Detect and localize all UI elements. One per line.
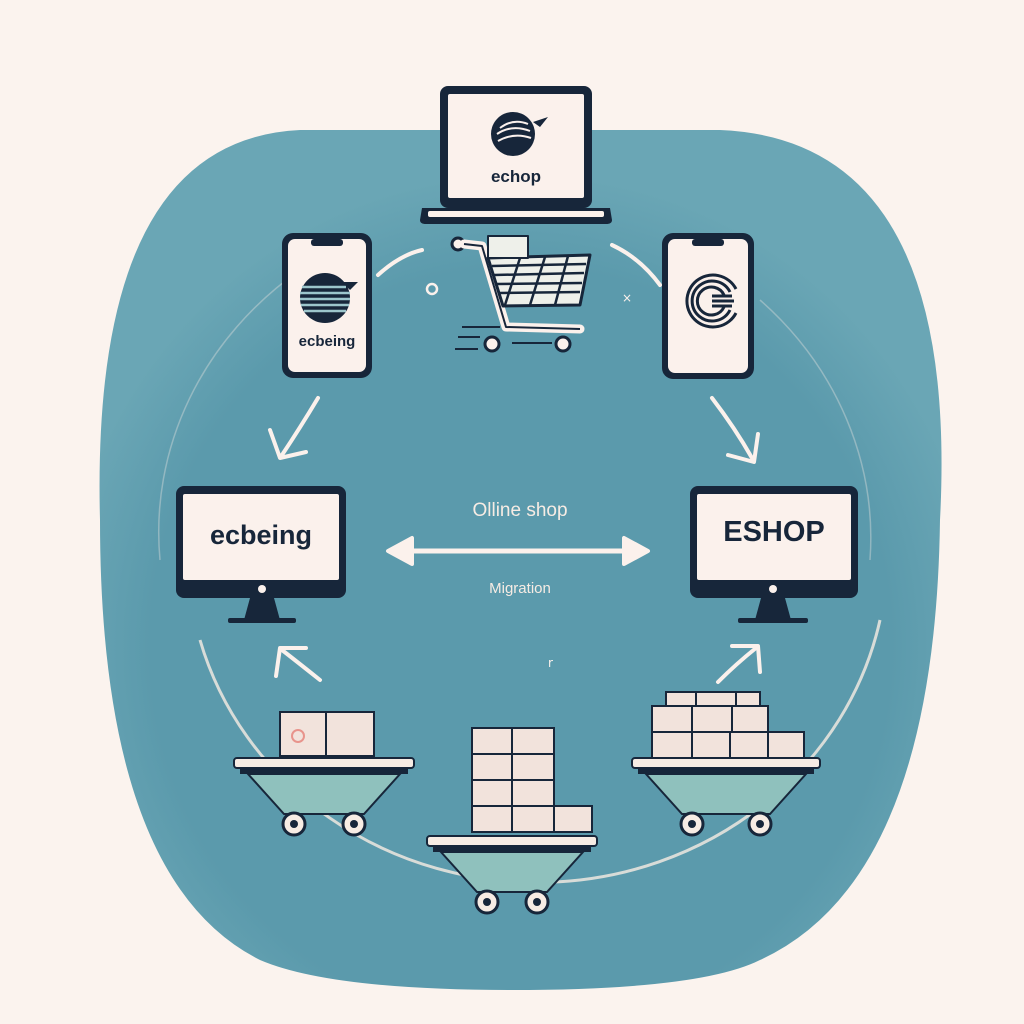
box	[735, 691, 761, 707]
center-subtitle: Migration	[489, 580, 551, 597]
box	[695, 691, 737, 707]
box	[471, 753, 513, 781]
trolley-deck	[426, 835, 598, 847]
center-title: Olline shop	[472, 500, 568, 521]
right-phone	[662, 233, 754, 379]
trolley-basket	[438, 851, 586, 893]
left-phone-label: ecbeing	[298, 333, 356, 350]
box	[651, 705, 693, 733]
wheel-hub	[350, 820, 358, 828]
trolley-deck	[233, 757, 415, 769]
box	[325, 711, 375, 757]
trolley-left	[233, 711, 415, 837]
wave-globe-logo	[491, 112, 548, 156]
top-laptop-label: echop	[490, 167, 542, 186]
box	[511, 779, 555, 807]
wheel-hub	[483, 898, 491, 906]
box	[691, 705, 733, 733]
double-arrow	[386, 536, 650, 566]
trolley-center	[426, 727, 598, 915]
small-circle-mark	[425, 282, 439, 296]
box	[511, 805, 555, 833]
stamp-icon	[291, 729, 305, 743]
arrow-left-down	[268, 396, 320, 460]
box	[729, 731, 769, 759]
right-monitor-label: ESHOP	[723, 516, 825, 548]
cycle-ring-upper-right	[759, 299, 872, 561]
wheel-hub	[688, 820, 696, 828]
box	[471, 805, 513, 833]
trolley-rim	[433, 846, 591, 852]
box	[665, 691, 697, 707]
arrow-right-up	[716, 644, 762, 684]
trolley-rim	[240, 768, 408, 774]
box	[767, 731, 805, 759]
arc-right	[610, 243, 662, 287]
trolley-deck	[631, 757, 821, 769]
shopping-cart-icon	[450, 235, 592, 353]
box	[471, 727, 513, 755]
wheel-hub	[290, 820, 298, 828]
box	[511, 727, 555, 755]
box	[471, 779, 513, 807]
striped-globe-bird-logo	[300, 273, 358, 323]
small-x-mark: ×	[622, 291, 632, 305]
left-monitor	[176, 486, 346, 623]
arrow-left-up	[274, 646, 322, 682]
top-laptop	[420, 86, 612, 224]
trolley-basket	[245, 773, 403, 815]
box	[691, 731, 731, 759]
wheel-hub	[533, 898, 541, 906]
right-monitor	[690, 486, 858, 623]
cycle-ring-upper	[157, 269, 301, 561]
arrow-right-down	[710, 396, 760, 464]
left-monitor-label: ecbeing	[209, 520, 313, 550]
box	[651, 731, 693, 759]
left-phone	[282, 233, 372, 378]
trolley-right	[631, 691, 821, 837]
concentric-c-logo	[685, 273, 738, 329]
trolley-basket	[643, 773, 809, 815]
box	[511, 753, 555, 781]
tiny-mark: r	[548, 656, 553, 670]
wheel-hub	[756, 820, 764, 828]
box	[553, 805, 593, 833]
trolley-rim	[638, 768, 814, 774]
box	[731, 705, 769, 733]
arc-left	[376, 248, 424, 277]
